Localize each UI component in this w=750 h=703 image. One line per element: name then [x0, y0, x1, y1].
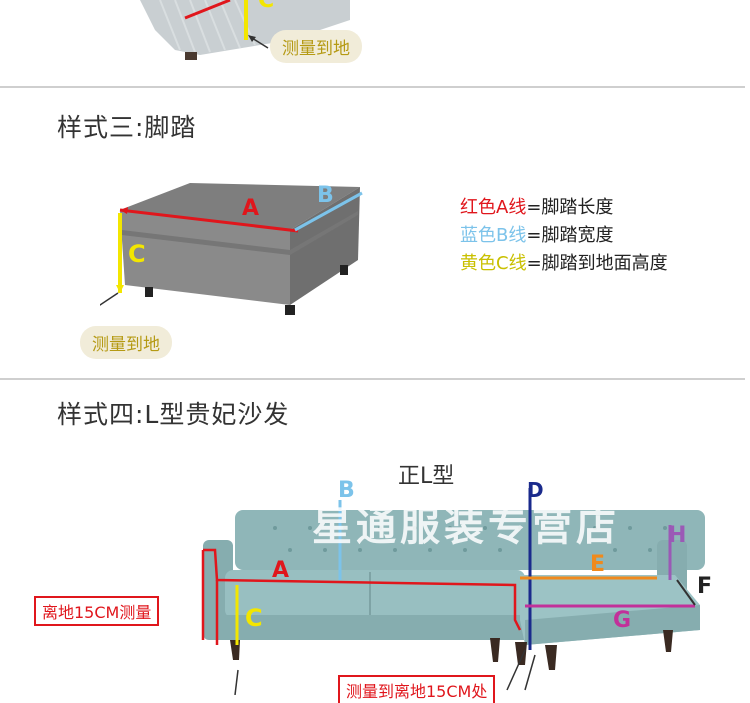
ottoman-label-b: B: [317, 183, 334, 208]
ottoman-label-c: C: [128, 240, 146, 268]
bottom-measure-note: 测量到离地15CM处: [338, 675, 496, 703]
shop-watermark: 星通服装专营店: [312, 504, 620, 550]
section3-measure-note: 测量到地: [80, 326, 172, 359]
sofa-label-g: G: [613, 608, 632, 633]
sofa-label-h: H: [668, 523, 687, 548]
sofa-label-f: F: [697, 574, 713, 599]
sofa-label-a: A: [272, 558, 290, 583]
left-measure-note: 离地15CM测量: [34, 596, 160, 626]
section4-title: 样式四:L型贵妃沙发: [57, 400, 290, 429]
ottoman-illustration: [100, 183, 363, 315]
l-sofa-illustration: [201, 488, 705, 695]
sofa-label-c: C: [245, 604, 263, 632]
legend-row-b: 蓝色B线=脚踏宽度: [460, 225, 614, 246]
legend-row-c: 黄色C线=脚踏到地面高度: [460, 253, 668, 274]
top-measure-note: 测量到地: [270, 30, 362, 63]
top-c-marker: C: [258, 0, 275, 13]
top-sofa-illustration: [140, 0, 350, 60]
section3-title: 样式三:脚踏: [57, 113, 197, 142]
sofa-label-b: B: [338, 478, 355, 503]
section3-legend: 红色A线=脚踏长度 蓝色B线=脚踏宽度 黄色C线=脚踏到地面高度: [460, 194, 668, 278]
layout-label: 正L型: [398, 464, 455, 489]
legend-row-a: 红色A线=脚踏长度: [460, 197, 614, 218]
divider-2: [0, 378, 745, 380]
divider-1: [0, 86, 745, 88]
sofa-label-d: D: [527, 478, 544, 502]
ottoman-label-a: A: [242, 196, 260, 221]
sofa-label-e: E: [590, 552, 606, 577]
